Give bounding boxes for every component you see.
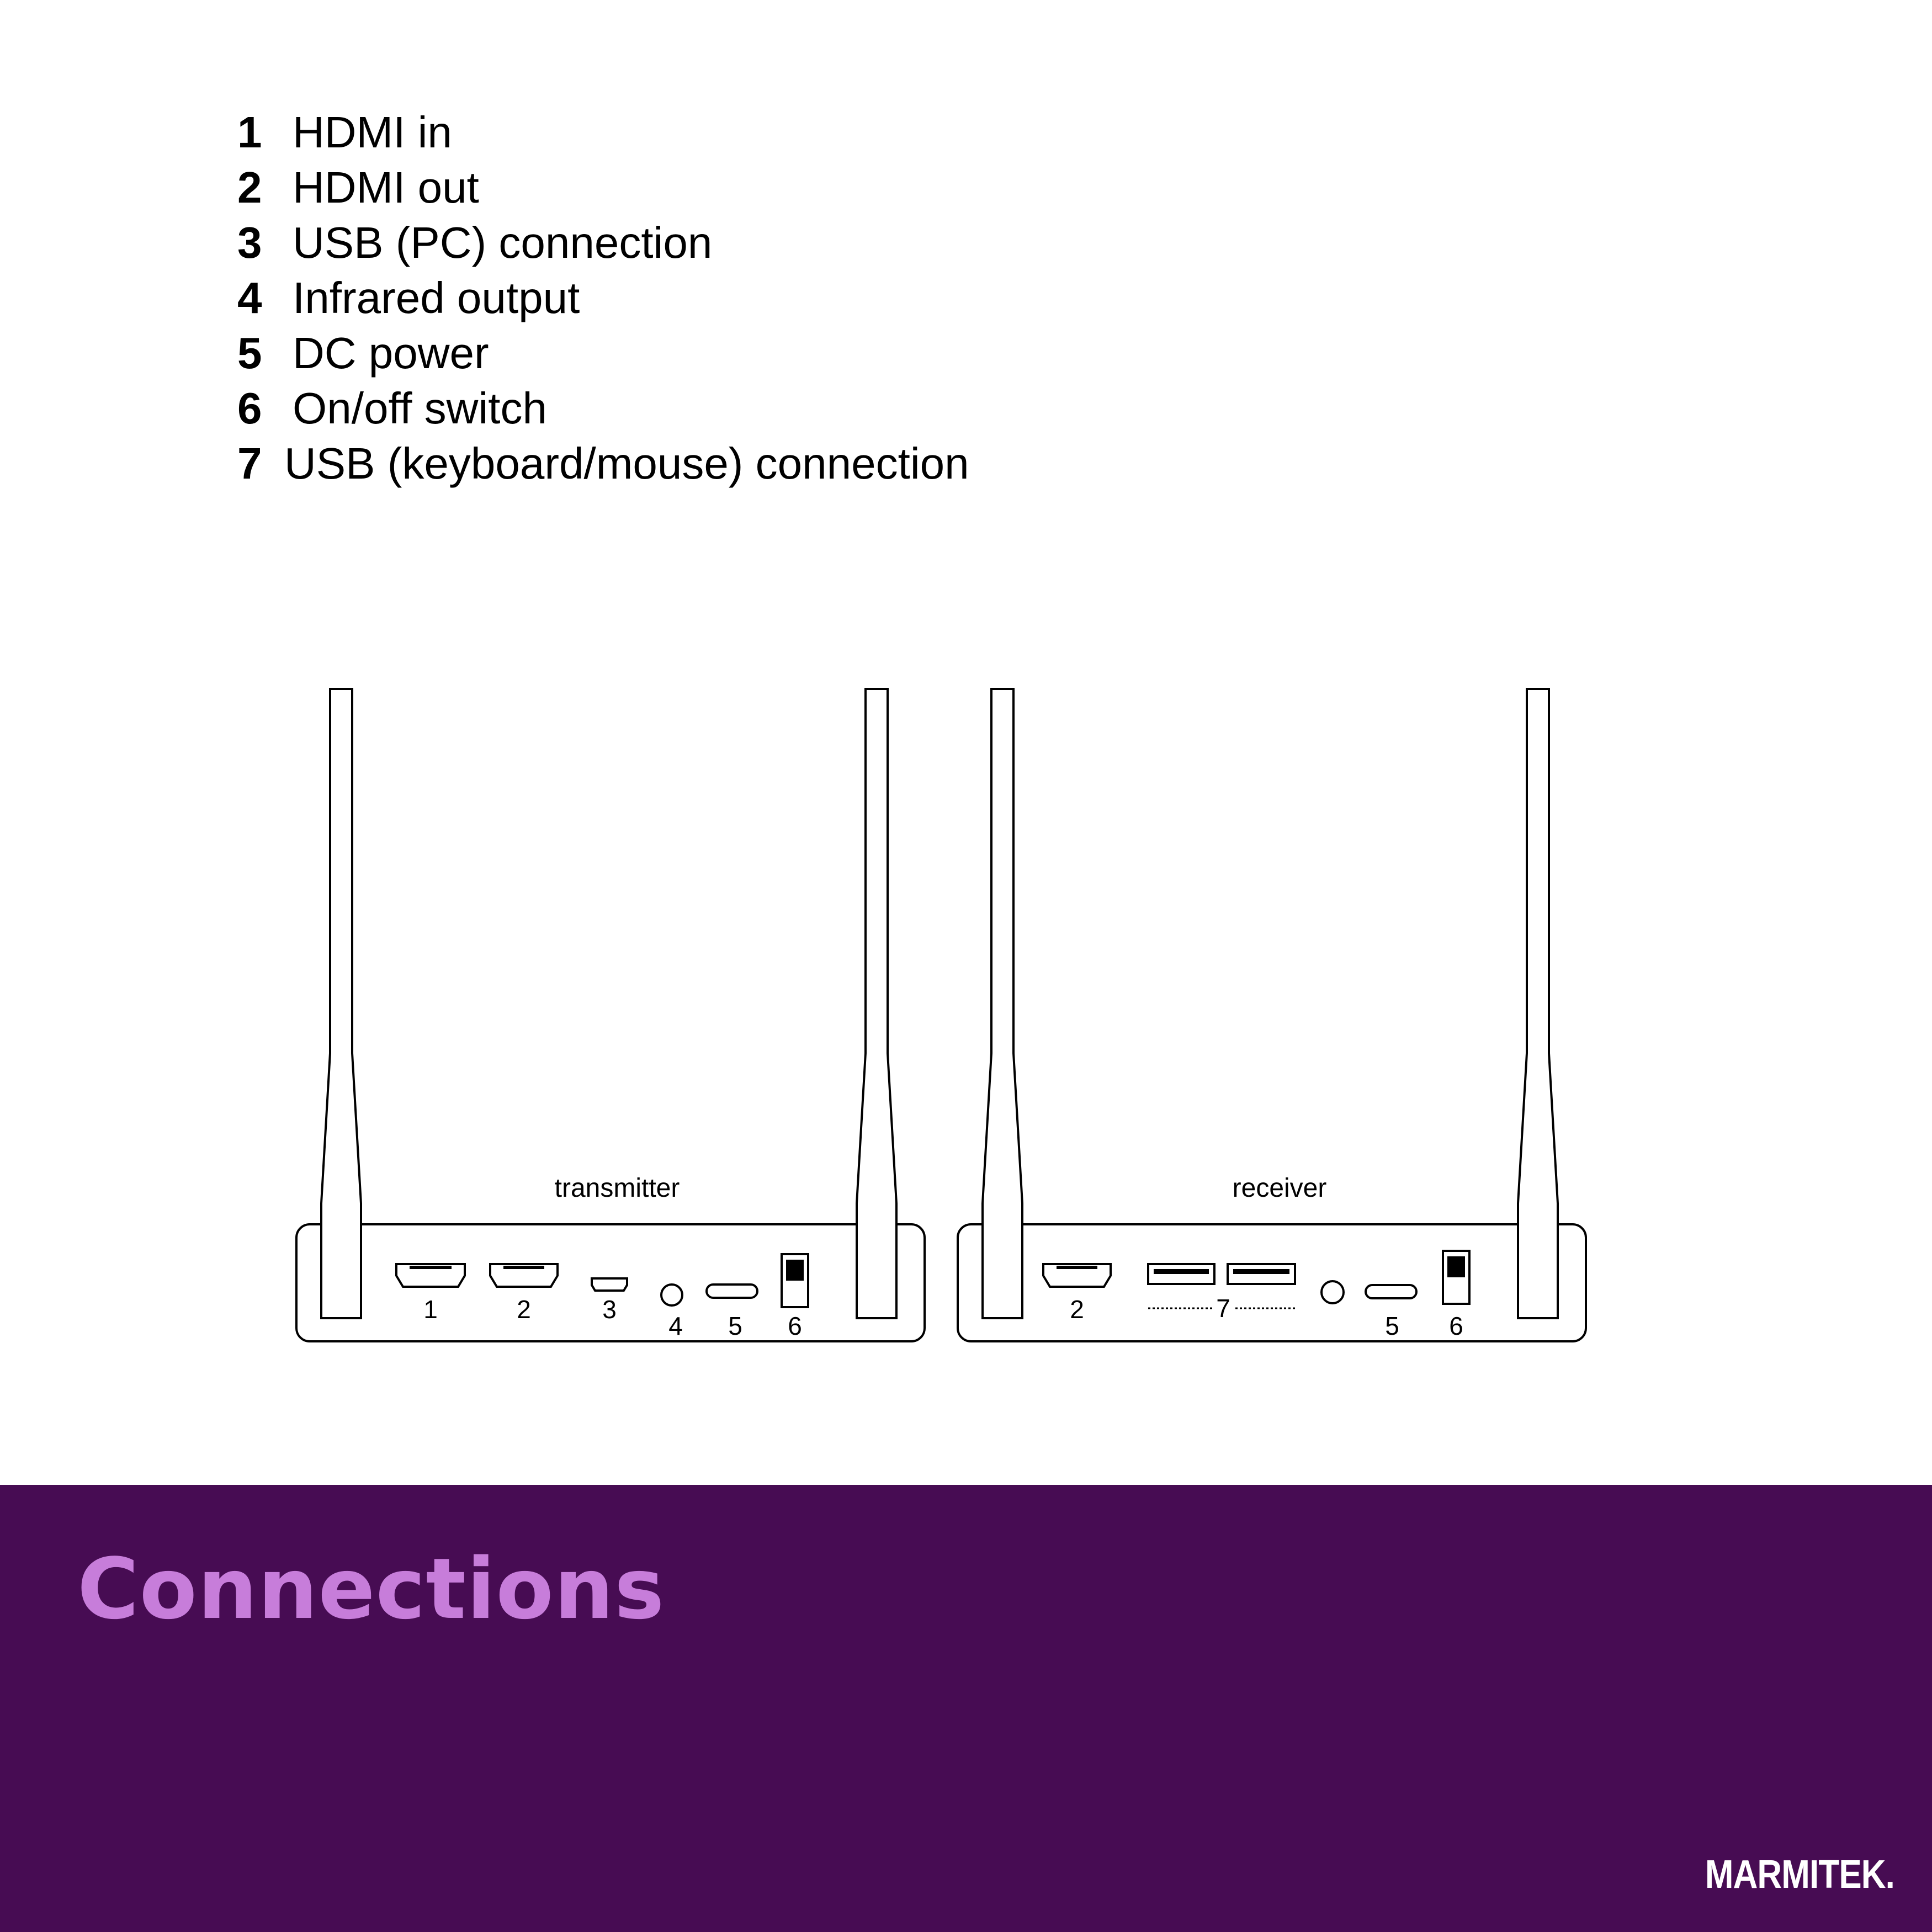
footer-band — [0, 1485, 1932, 1932]
jack-icon — [1320, 1280, 1345, 1304]
legend-item-hdmi-in: 1 HDMI in — [237, 105, 969, 160]
legend-label: HDMI in — [293, 108, 452, 157]
page-title: Connections — [77, 1540, 665, 1638]
port-number: 3 — [602, 1295, 617, 1324]
legend-label: DC power — [293, 328, 489, 378]
port-number: 6 — [1449, 1312, 1463, 1340]
device-diagram: transmitter 1 2 3 4 5 6 receiver — [295, 688, 1587, 1342]
antenna-icon — [856, 688, 898, 1319]
legend-number: 6 — [237, 384, 262, 433]
port-number: 1 — [423, 1295, 438, 1324]
usb-keyboard-port-icon — [1147, 1263, 1216, 1285]
antenna-icon — [981, 688, 1023, 1319]
legend-item-usb-keyboard-mouse: 7 USB (keyboard/mouse) connection — [237, 436, 969, 491]
receiver-device: receiver 2 7 5 6 — [957, 688, 1587, 1342]
brand-logo: MARMITEK. — [1705, 1853, 1895, 1897]
legend-label: On/off switch — [293, 384, 547, 433]
legend-number: 5 — [237, 328, 262, 378]
transmitter-device: transmitter 1 2 3 4 5 6 — [295, 688, 926, 1342]
hdmi-out-port-icon — [1042, 1263, 1112, 1288]
legend-number: 1 — [237, 108, 262, 157]
legend-item-dc-power: 5 DC power — [237, 326, 969, 381]
dc-power-port-icon — [1365, 1284, 1418, 1299]
port-number: 7 — [1216, 1294, 1230, 1323]
legend-number: 7 — [237, 439, 262, 488]
legend-number: 2 — [237, 163, 262, 212]
port-number: 6 — [788, 1312, 802, 1340]
receiver-label: receiver — [1233, 1174, 1327, 1203]
legend-item-switch: 6 On/off switch — [237, 381, 969, 436]
hdmi-in-port-icon — [395, 1263, 466, 1288]
dc-power-port-icon — [705, 1283, 758, 1299]
antenna-icon — [1517, 688, 1559, 1319]
legend-item-usb-pc: 3 USB (PC) connection — [237, 215, 969, 270]
legend-number: 4 — [237, 273, 262, 322]
hdmi-out-port-icon — [489, 1263, 559, 1288]
port-number: 5 — [728, 1312, 742, 1340]
port-number: 2 — [517, 1295, 531, 1324]
port-number: 5 — [1385, 1312, 1399, 1340]
usb-pc-port-icon — [591, 1277, 628, 1292]
transmitter-label: transmitter — [555, 1174, 680, 1203]
legend-label: USB (PC) connection — [293, 218, 713, 267]
legend-item-infrared: 4 Infrared output — [237, 270, 969, 326]
legend-item-hdmi-out: 2 HDMI out — [237, 160, 969, 215]
infrared-output-icon — [660, 1283, 683, 1307]
port-number: 4 — [668, 1312, 683, 1340]
port-number: 2 — [1070, 1295, 1084, 1324]
antenna-icon — [320, 688, 362, 1319]
transmitter-body — [295, 1223, 926, 1342]
usb-mouse-port-icon — [1227, 1263, 1296, 1285]
legend-label: USB (keyboard/mouse) connection — [284, 439, 969, 488]
legend-number: 3 — [237, 218, 262, 267]
legend-label: HDMI out — [293, 163, 479, 212]
legend-label: Infrared output — [293, 273, 580, 322]
